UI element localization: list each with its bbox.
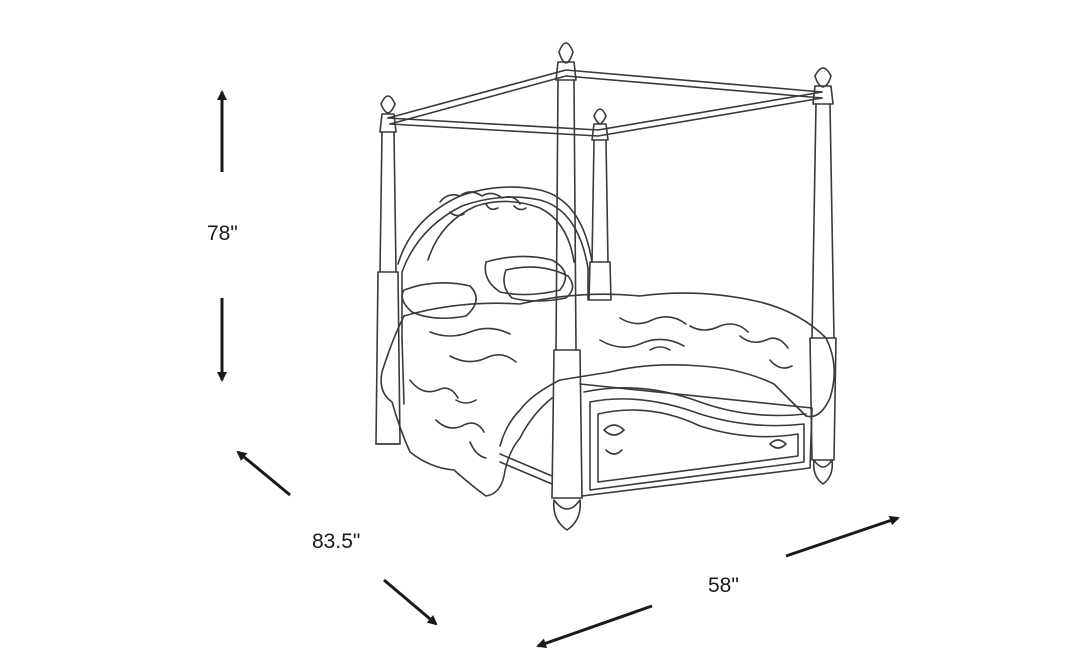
footboard	[579, 383, 813, 497]
post-back-left	[375, 113, 401, 445]
canopy-frame	[387, 69, 823, 137]
headboard	[397, 186, 593, 339]
width-label: 58"	[708, 574, 739, 597]
post-back-right	[588, 123, 612, 301]
height-label: 78"	[207, 222, 238, 245]
finials	[380, 42, 832, 125]
comforter	[380, 292, 835, 497]
post-front-right	[809, 85, 837, 485]
depth-arrow	[236, 450, 438, 626]
side-rail	[375, 337, 553, 485]
bed-illustration	[375, 42, 837, 531]
pillows	[401, 255, 574, 320]
width-arrow	[536, 515, 900, 649]
depth-label: 83.5"	[312, 530, 361, 553]
